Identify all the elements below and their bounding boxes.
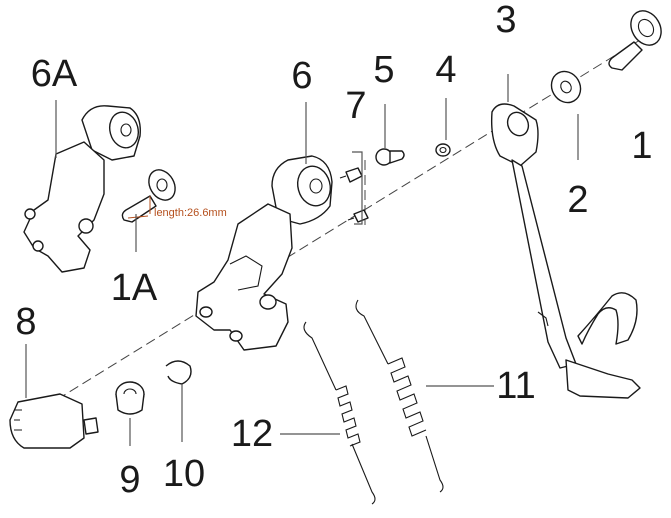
callout-7: 7: [345, 85, 366, 127]
bushing-icon: [115, 381, 145, 446]
assembly-axis: [39, 39, 641, 411]
callout-10: 10: [163, 453, 205, 495]
callout-11: 11: [496, 365, 535, 407]
spring-icon: [280, 321, 376, 505]
callout-2: 2: [567, 179, 588, 221]
callout-1a: 1A: [111, 267, 158, 309]
small-washer-icon: [435, 143, 451, 157]
switch-icon: [9, 344, 99, 449]
callout-5: 5: [373, 49, 394, 91]
bolt-1a-icon: [121, 169, 176, 223]
bolt-icon: [608, 10, 662, 71]
callout-12: 12: [231, 413, 273, 455]
callout-9: 9: [119, 459, 140, 501]
length-annotation: length:26.6mm: [154, 207, 227, 219]
bracket-alt-icon: [23, 105, 141, 273]
callout-3: 3: [495, 0, 516, 41]
spring-clip-icon: [165, 360, 192, 442]
pin-icon: [375, 148, 405, 166]
washer-icon: [550, 70, 582, 104]
callout-4: 4: [435, 49, 456, 91]
screw-icon: [339, 151, 369, 225]
spring-large-icon: [355, 299, 494, 493]
callout-6a: 6A: [31, 53, 78, 95]
bracket-icon: [195, 155, 333, 351]
length-note-line: [127, 196, 151, 219]
callout-1: 1: [631, 125, 652, 167]
callout-6: 6: [291, 55, 312, 97]
kickstand-icon: [490, 103, 641, 399]
callout-8: 8: [15, 301, 36, 343]
